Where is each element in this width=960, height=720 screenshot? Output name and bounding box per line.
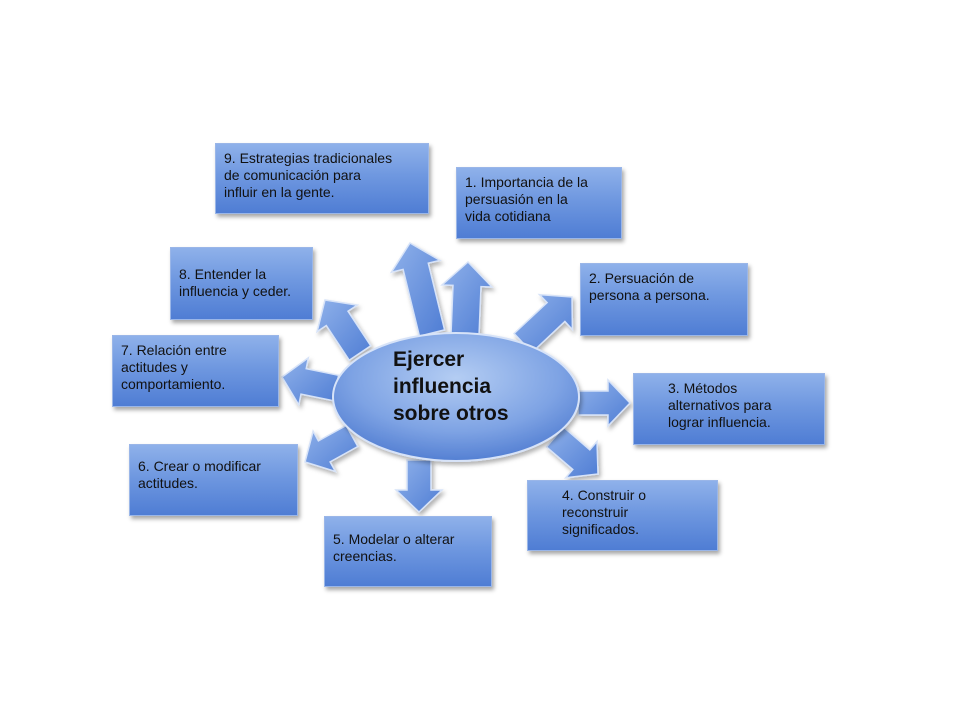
arrow-to-node-4 (545, 426, 599, 479)
arrow-to-node-8 (315, 299, 372, 362)
arrow-to-node-7 (281, 356, 340, 407)
node-9-box: 9. Estrategias tradicionales de comunica… (215, 143, 429, 214)
node-3-box: 3. Métodos alternativos para lograr infl… (633, 373, 825, 445)
node-1-label: 1. Importancia de la persuasión en la vi… (465, 174, 588, 224)
node-4-box: 4. Construir o reconstruir significados. (527, 480, 718, 551)
arrow-to-node-1 (440, 260, 494, 337)
node-2-box: 2. Persuación de persona a persona. (580, 263, 748, 336)
node-7-label: 7. Relación entre actitudes y comportami… (121, 342, 227, 392)
center-label: Ejercer influencia sobre otros (393, 348, 509, 425)
arrow-to-node-3 (577, 378, 632, 428)
node-6-label: 6. Crear o modificar actitudes. (138, 458, 261, 491)
node-6-box: 6. Crear o modificar actitudes. (129, 444, 298, 516)
node-5-label: 5. Modelar o alterar creencias. (333, 531, 455, 564)
node-3-label: 3. Métodos alternativos para lograr infl… (668, 380, 772, 430)
node-8-label: 8. Entender la influencia y ceder. (179, 266, 292, 299)
node-4-label: 4. Construir o reconstruir significados. (562, 487, 647, 537)
node-8-box: 8. Entender la influencia y ceder. (170, 247, 313, 320)
node-5-box: 5. Modelar o alterar creencias. (324, 516, 492, 587)
arrow-to-node-2 (513, 293, 574, 354)
node-2-label: 2. Persuación de persona a persona. (589, 270, 710, 303)
center-ellipse (332, 332, 580, 462)
arrow-to-node-6 (304, 424, 359, 473)
arrow-to-node-9 (389, 241, 446, 338)
node-9-label: 9. Estrategias tradicionales de comunica… (224, 150, 393, 200)
node-7-box: 7. Relación entre actitudes y comportami… (112, 335, 279, 407)
arrow-to-node-5 (394, 459, 444, 514)
node-1-box: 1. Importancia de la persuasión en la vi… (456, 167, 622, 239)
